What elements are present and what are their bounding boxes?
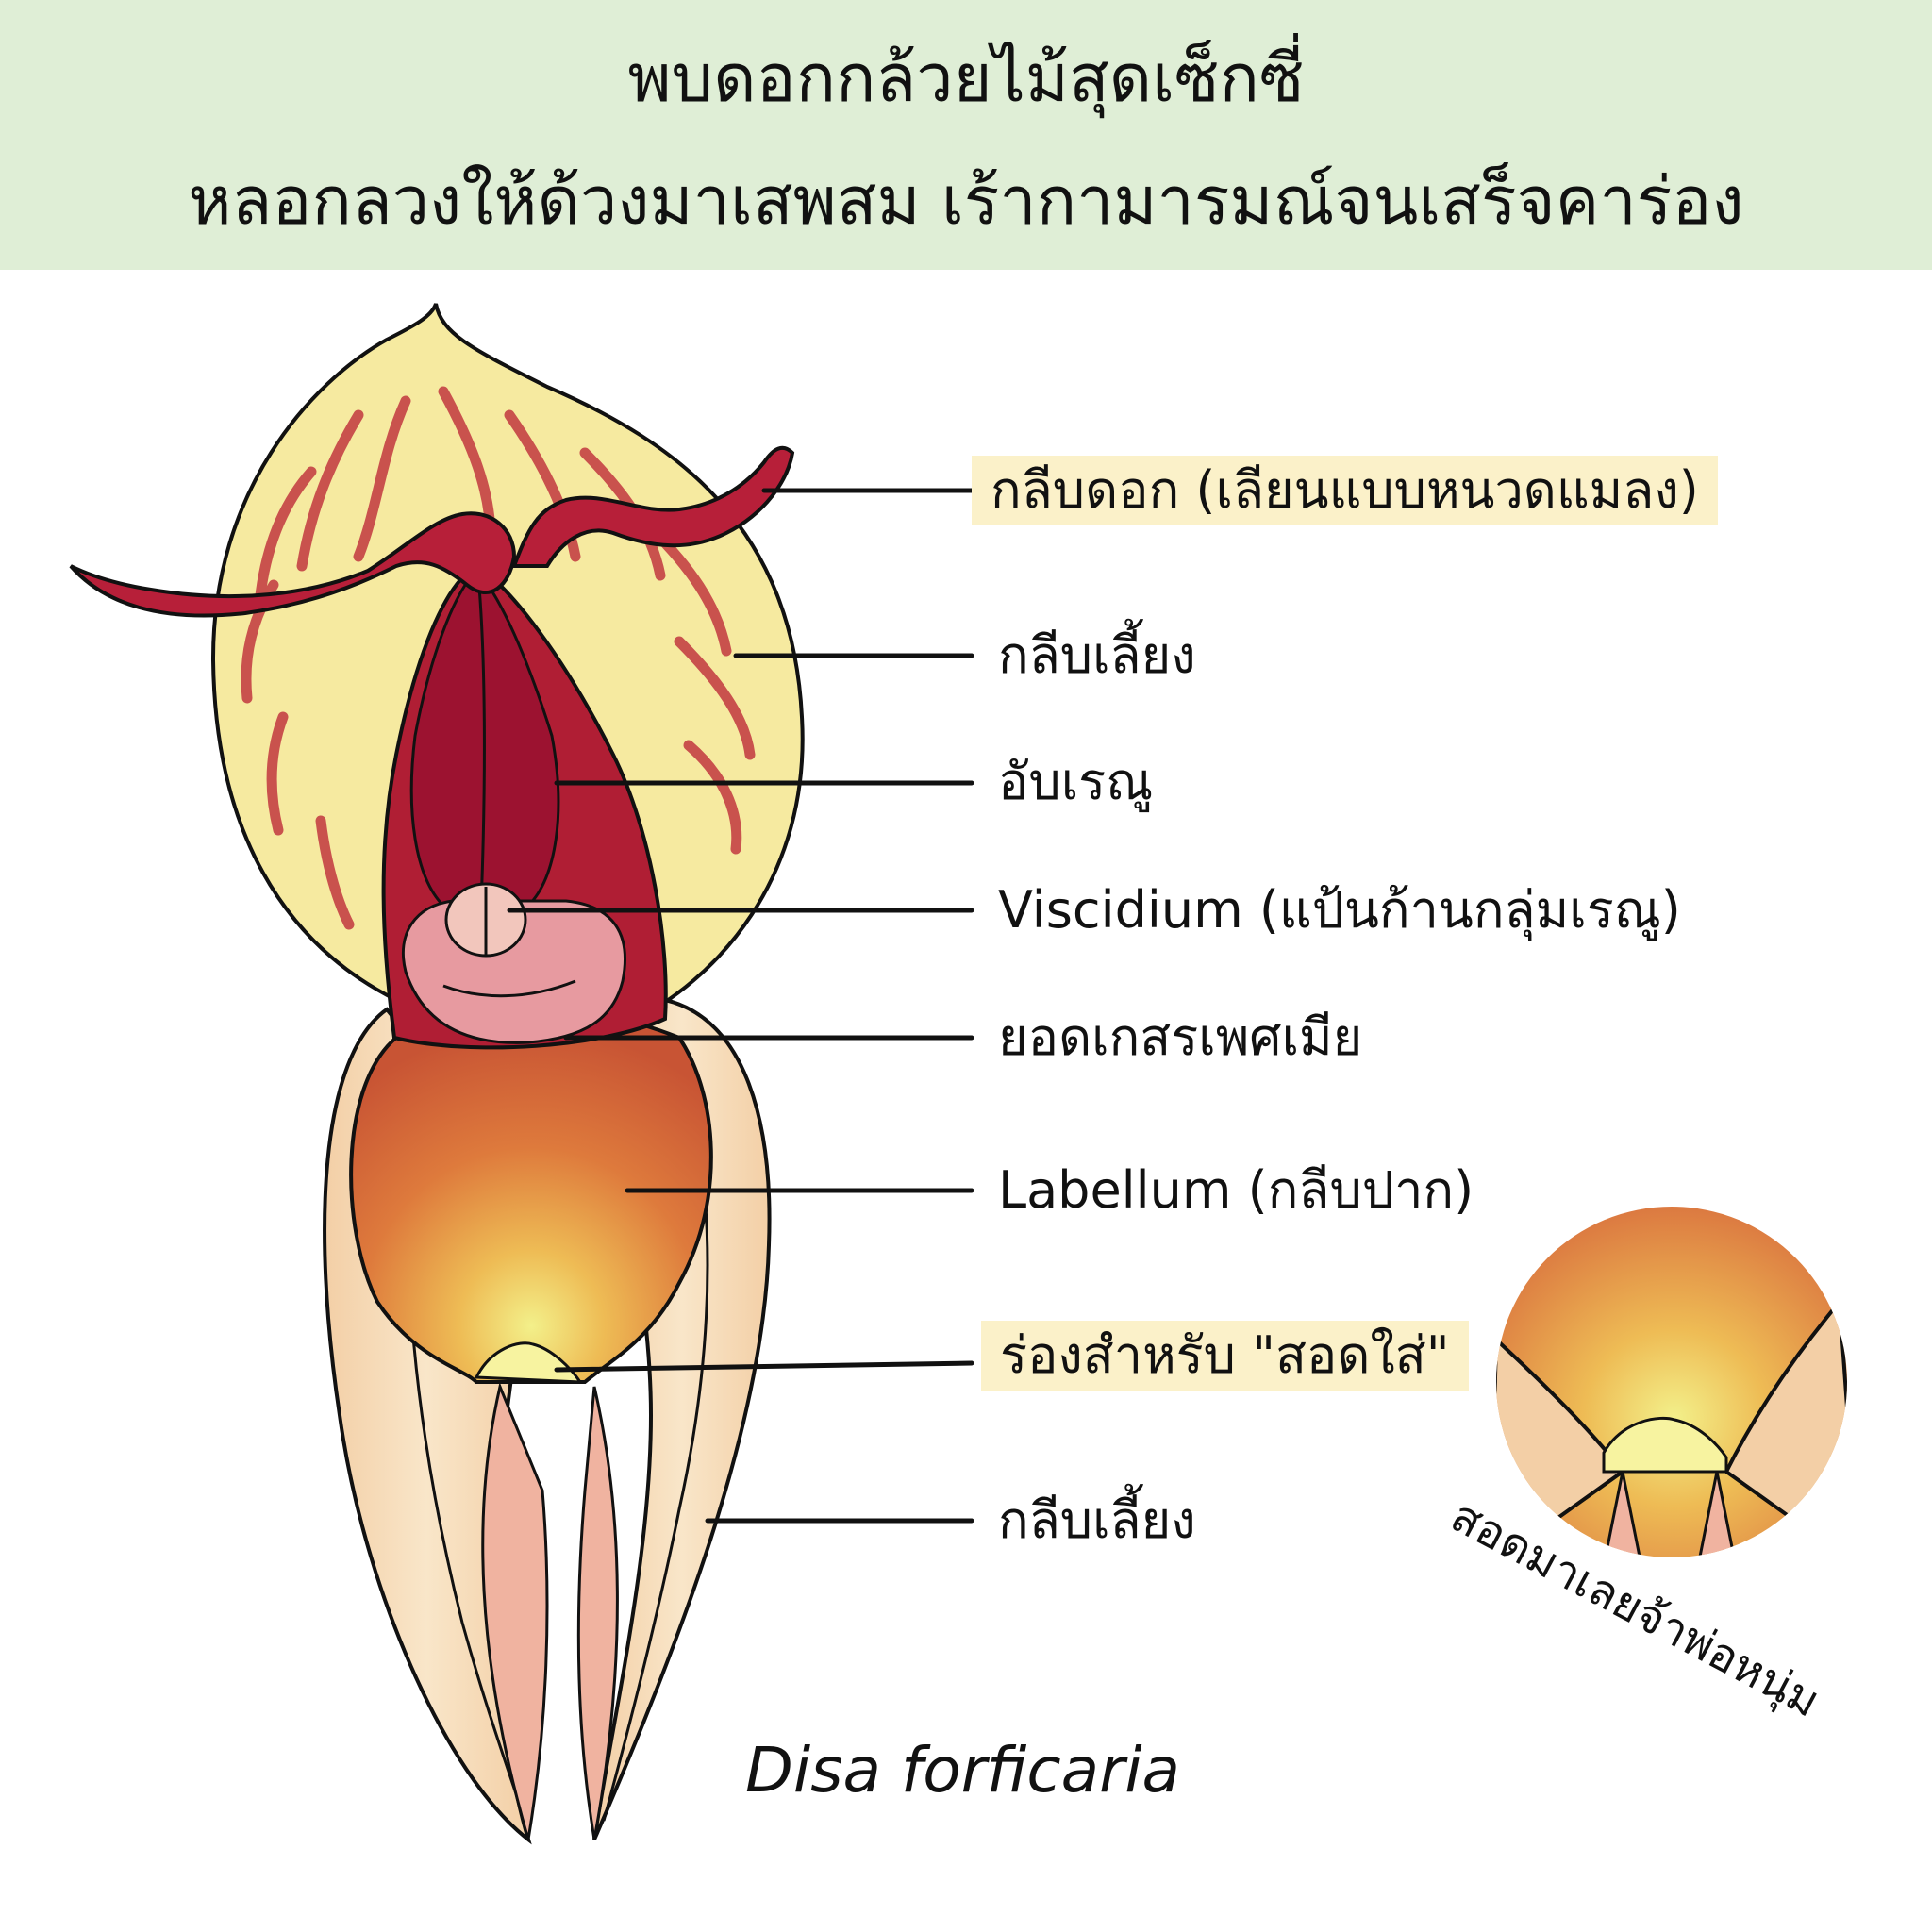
petal-antenna-right — [511, 445, 795, 568]
petal-antenna-left — [69, 511, 517, 618]
label-viscidium: Viscidium (แป้นก้านกลุ่มเรณู) — [998, 880, 1681, 940]
label-stigma: ยอดเกสรเพศเมีย — [998, 1008, 1363, 1067]
title-line-2: หลอกลวงให้ด้วงมาเสพสม เร้ากามารมณ์จนเสร็… — [188, 162, 1744, 240]
label-sepal-bottom: กลีบเลี้ยง — [998, 1491, 1196, 1550]
label-labellum: Labellum (กลีบปาก) — [998, 1160, 1474, 1220]
leader-lines — [507, 488, 974, 1524]
title-line-1: พบดอกกล้วยไม้สุดเซ็กซี่ — [627, 40, 1305, 117]
anther-divider — [476, 575, 486, 907]
leader-groove — [554, 1360, 974, 1373]
species-name: Disa forficaria — [745, 1734, 1181, 1807]
inset-zoom — [1496, 1207, 1847, 1557]
header-banner: พบดอกกล้วยไม้สุดเซ็กซี่ หลอกลวงให้ด้วงมา… — [0, 0, 1932, 270]
labellum-groove — [474, 1341, 583, 1384]
label-petal: กลีบดอก (เลียนแบบหนวดแมลง) — [972, 456, 1718, 525]
lower-petal-left — [481, 1382, 549, 1840]
label-sepal-top: กลีบเลี้ยง — [998, 625, 1196, 685]
lower-petal-right — [576, 1386, 619, 1840]
label-anther: อับเรณู — [998, 752, 1154, 811]
label-groove: ร่องสำหรับ "สอดใส่" — [981, 1321, 1469, 1391]
stigma-mouth — [442, 979, 576, 998]
